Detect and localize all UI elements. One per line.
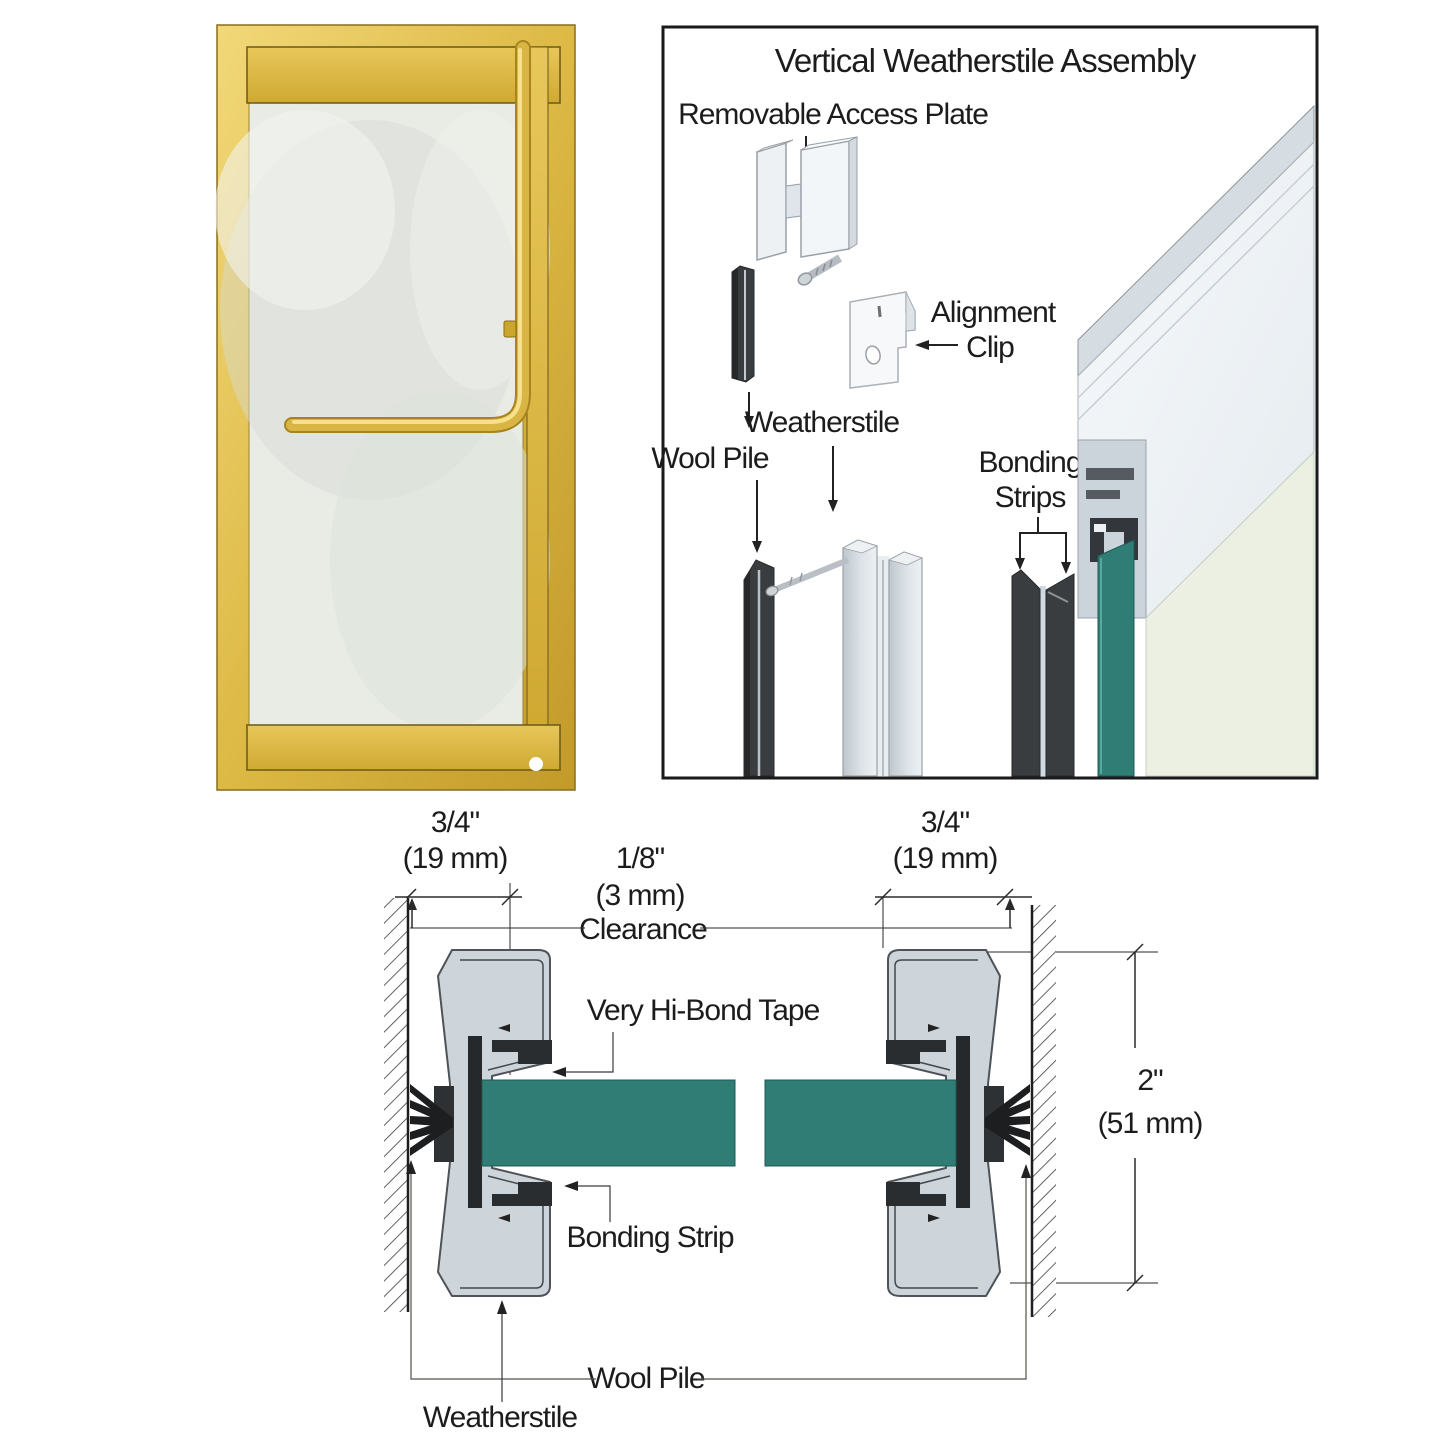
bonding-strip-upper [886,1040,946,1064]
access-plate-label: Removable Access Plate [678,98,988,131]
hi-bond-tape [956,1036,970,1208]
glass-reflection [215,110,395,310]
tape-leader [552,1032,614,1077]
assembled-profile-3d [1077,104,1315,777]
wool-pile-leaders [406,1160,1031,1380]
bottom-rail-hole [529,757,543,771]
dim-gap-word: Clearance [579,913,707,946]
glass-reflection [330,390,550,730]
dimension-lines [395,883,1158,1292]
arrow-down-icon [752,480,762,553]
wool-pile-brush [410,1084,453,1156]
left-weatherstile-profile [410,949,552,1297]
bonding-strip-label: Bonding Strip [566,1221,733,1254]
weatherstile-label: Weatherstile [745,406,900,439]
weatherstile-leader [497,1300,507,1402]
alignment-clip-label-line1: Alignment [931,296,1057,329]
arrow-left-icon [915,340,958,350]
screw-icon [797,254,843,286]
pin-icon [765,557,850,597]
bonding-strip-leader [564,1181,611,1222]
dim-right-mm: (19 mm) [893,842,998,875]
glass-left [481,1079,736,1167]
dim-gap-mm: (3 mm) [596,879,685,912]
tape-label: Very Hi-Bond Tape [587,994,820,1027]
arrow-down-icon [744,392,754,428]
door-glass-edge [1097,539,1135,777]
weatherstile-channel-graphic [765,539,924,777]
bonding-strip-upper [492,1040,552,1064]
alignment-clip-label-line2: Clip [966,331,1014,364]
dim-height-inches: 2" [1137,1064,1163,1097]
assembly-title: Vertical Weatherstile Assembly [775,42,1197,79]
access-plate-graphic [756,136,858,261]
bonding-strips-label-line1: Bonding [978,446,1081,479]
right-wall [1030,905,1056,1317]
arrow-down-icon [828,446,838,512]
bonding-strips-label-line2: Strips [995,481,1066,514]
handle-bracket [503,320,517,338]
dim-left-inches: 3/4" [431,806,480,839]
bracket-arrows-icon [1015,517,1071,574]
wool-pile-piece-lower [743,559,775,777]
weatherstile-label: Weatherstile [423,1401,578,1434]
dim-right-inches: 3/4" [921,806,970,839]
clip-slit [877,305,882,318]
bonding-strip-lower [886,1182,946,1206]
wool-pile-label: Wool Pile [651,442,768,475]
dim-gap-inches: 1/8" [616,842,665,875]
bonding-strips-graphic [1011,569,1075,777]
wool-pile-piece-upper [731,265,755,383]
clip-hole [865,345,881,365]
door-illustration [215,24,576,791]
wool-pile-label: Wool Pile [587,1362,704,1395]
door-handle [284,40,531,433]
door-header-rail [246,46,561,104]
glass-right [764,1079,957,1167]
bonding-strip-lower [492,1182,552,1206]
left-wall [384,898,410,1312]
hi-bond-tape [468,1036,482,1208]
assembly-panel: Vertical Weatherstile Assembly Removable… [651,25,1319,780]
cross-section-diagram: 3/4" (19 mm) 1/8" (3 mm) Clearance 3/4" … [384,806,1203,1434]
door-bottom-rail [246,724,561,771]
right-weatherstile-profile [886,949,1030,1297]
wool-pile-brush [985,1084,1030,1156]
dim-left-mm: (19 mm) [403,842,508,875]
dim-height-mm: (51 mm) [1098,1107,1203,1140]
alignment-clip-graphic [849,291,916,389]
sidelite-glass [1145,450,1315,777]
